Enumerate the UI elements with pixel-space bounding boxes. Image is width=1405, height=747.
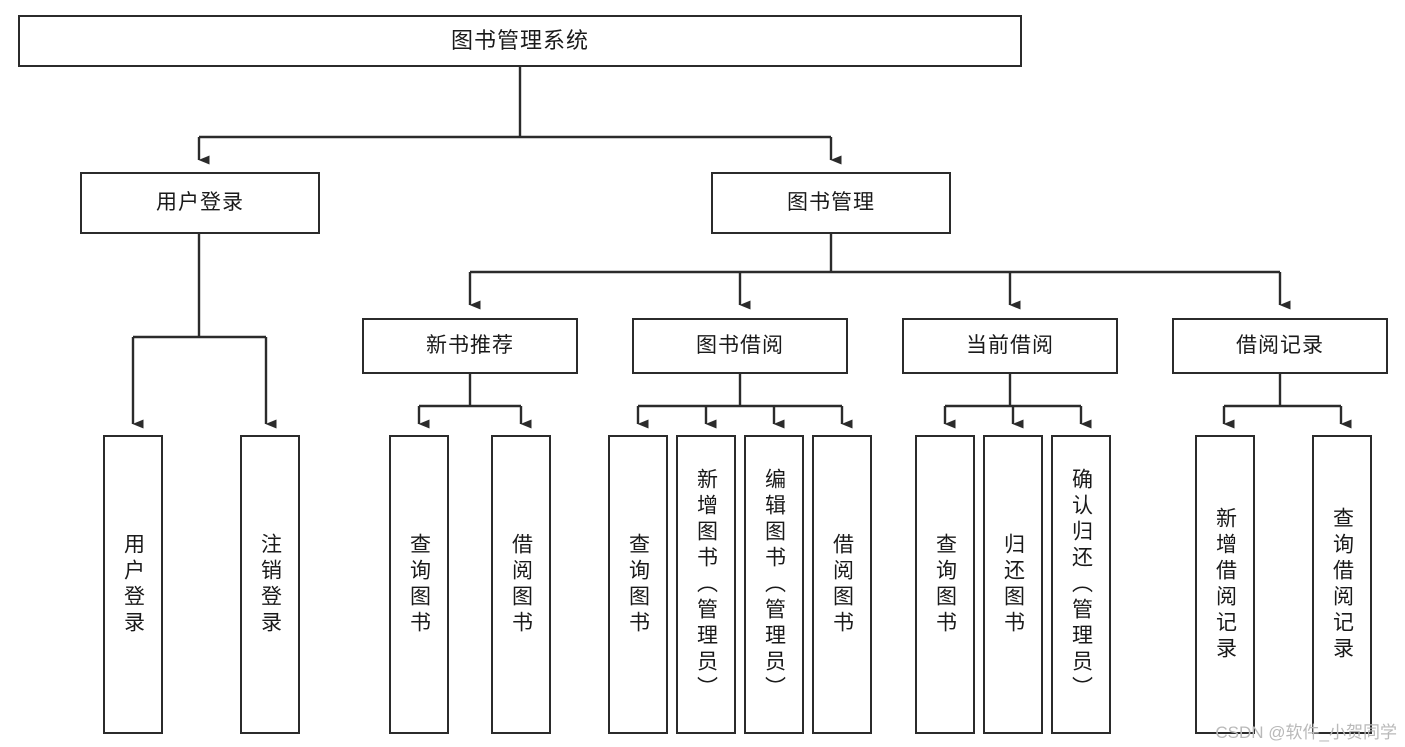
node-label: 归还图书 bbox=[1001, 532, 1025, 637]
node-label: 查询图书 bbox=[933, 532, 957, 637]
node-label: 新增图书（管理员） bbox=[694, 467, 718, 702]
leaf-borrow-record-query[interactable]: 查询借阅记录 bbox=[1312, 435, 1372, 734]
leaf-new-book-borrow[interactable]: 借阅图书 bbox=[491, 435, 551, 734]
node-new-book-recommend[interactable]: 新书推荐 bbox=[362, 318, 578, 374]
node-label: 当前借阅 bbox=[966, 333, 1054, 357]
leaf-current-borrow-return[interactable]: 归还图书 bbox=[983, 435, 1043, 734]
leaf-book-borrow-query[interactable]: 查询图书 bbox=[608, 435, 668, 734]
node-label: 查询图书 bbox=[407, 532, 431, 637]
node-label: 图书借阅 bbox=[696, 333, 784, 357]
node-label: 查询图书 bbox=[626, 532, 650, 637]
watermark-text: CSDN @软件_小贺同学 bbox=[1215, 723, 1397, 742]
node-current-borrow[interactable]: 当前借阅 bbox=[902, 318, 1118, 374]
node-user-login[interactable]: 用户登录 bbox=[80, 172, 320, 234]
node-label: 新书推荐 bbox=[426, 333, 514, 357]
node-label: 借阅记录 bbox=[1236, 333, 1324, 357]
node-label: 借阅图书 bbox=[509, 532, 533, 637]
leaf-current-borrow-confirm[interactable]: 确认归还（管理员） bbox=[1051, 435, 1111, 734]
node-label: 编辑图书（管理员） bbox=[762, 467, 786, 702]
leaf-book-borrow-add[interactable]: 新增图书（管理员） bbox=[676, 435, 736, 734]
node-label: 图书管理 bbox=[787, 190, 875, 214]
leaf-book-borrow-edit[interactable]: 编辑图书（管理员） bbox=[744, 435, 804, 734]
leaf-borrow-record-add[interactable]: 新增借阅记录 bbox=[1195, 435, 1255, 734]
node-label: 用户登录 bbox=[156, 190, 244, 214]
leaf-book-borrow-borrow[interactable]: 借阅图书 bbox=[812, 435, 872, 734]
node-label: 查询借阅记录 bbox=[1330, 506, 1354, 663]
leaf-user-login-signin[interactable]: 用户登录 bbox=[103, 435, 163, 734]
node-root-system[interactable]: 图书管理系统 bbox=[18, 15, 1022, 67]
node-label: 注销登录 bbox=[258, 532, 282, 637]
node-book-borrow[interactable]: 图书借阅 bbox=[632, 318, 848, 374]
leaf-new-book-query[interactable]: 查询图书 bbox=[389, 435, 449, 734]
node-label: 借阅图书 bbox=[830, 532, 854, 637]
node-book-management[interactable]: 图书管理 bbox=[711, 172, 951, 234]
leaf-user-login-signout[interactable]: 注销登录 bbox=[240, 435, 300, 734]
node-label: 用户登录 bbox=[121, 532, 145, 637]
leaf-current-borrow-query[interactable]: 查询图书 bbox=[915, 435, 975, 734]
node-label: 新增借阅记录 bbox=[1213, 506, 1237, 663]
node-label: 确认归还（管理员） bbox=[1069, 467, 1093, 702]
node-label: 图书管理系统 bbox=[450, 28, 589, 54]
node-borrow-record[interactable]: 借阅记录 bbox=[1172, 318, 1388, 374]
